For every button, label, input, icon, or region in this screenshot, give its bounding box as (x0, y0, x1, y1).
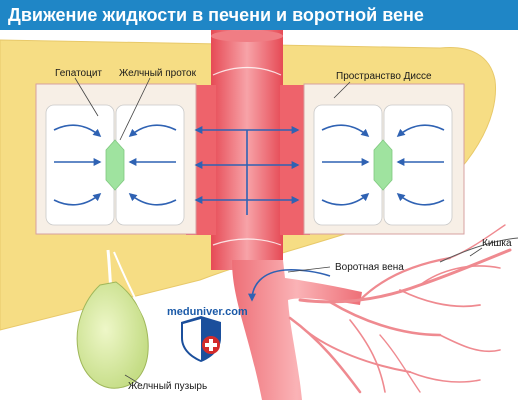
label-portal-vein: Воротная вена (335, 262, 404, 273)
bile-canaliculus-right (373, 139, 393, 191)
portal-vein (232, 260, 362, 400)
gallbladder-shape (76, 281, 149, 389)
bile-duct-line (113, 251, 176, 373)
title-bar: Движение жидкости в печени и воротной ве… (0, 0, 518, 30)
intestine-outline (439, 237, 518, 263)
flow-arrows-left (53, 124, 177, 206)
leader-lines (74, 77, 483, 385)
flow-arrows-right (321, 124, 445, 206)
watermark-site: meduniver.com (167, 306, 248, 318)
blood-flow-arrows (194, 126, 300, 215)
hepatocyte-panel-left (35, 83, 197, 235)
label-hepatocyte: Гепатоцит (55, 68, 102, 79)
label-disse-space: Пространство Диссе (336, 71, 432, 82)
bile-canaliculus-left (105, 139, 125, 191)
hepatocyte-panel-right (303, 83, 465, 235)
label-bile-duct: Желчный проток (119, 68, 196, 79)
page-title: Движение жидкости в печени и воротной ве… (8, 5, 424, 25)
label-intestine: Кишка (482, 238, 512, 249)
portal-inflow-arrow (248, 269, 331, 302)
meduniver-logo (181, 316, 221, 362)
label-gallbladder: Желчный пузырь (128, 381, 208, 392)
mesenteric-vessels (288, 224, 512, 394)
vena-cava-top (211, 30, 283, 42)
